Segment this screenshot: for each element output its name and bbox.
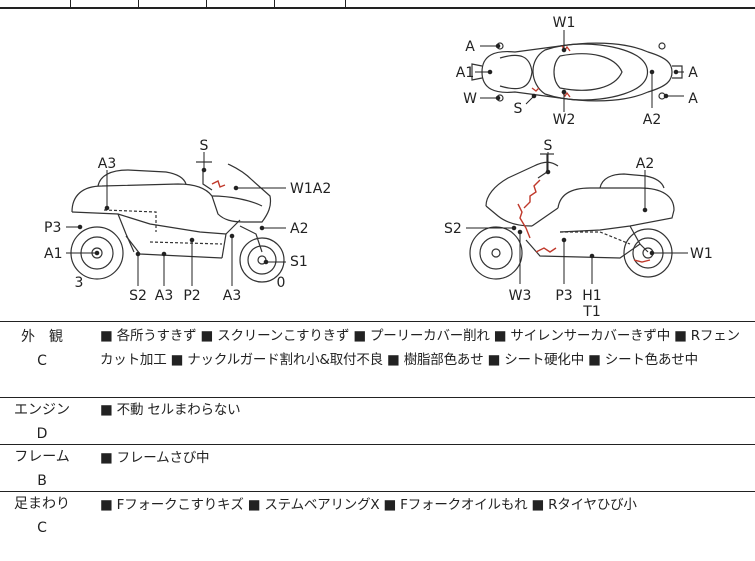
category-grade: D bbox=[36, 426, 48, 442]
label-a2: A2 bbox=[643, 112, 661, 128]
label-a: A bbox=[465, 39, 475, 55]
label-w1a2: W1A2 bbox=[290, 181, 331, 197]
section-frame-notes: ■ フレームさび中 bbox=[100, 450, 210, 466]
header-strip-bottom-line bbox=[0, 7, 755, 9]
label-w2: W2 bbox=[553, 112, 576, 128]
label-s1: S1 bbox=[290, 254, 308, 270]
label-s: S bbox=[544, 138, 553, 154]
section-engine-notes: ■ 不動 セルまわらない bbox=[100, 402, 241, 418]
category-name: フレーム bbox=[14, 449, 70, 465]
header-strip-divider bbox=[274, 0, 275, 8]
right-side-scooter bbox=[469, 153, 675, 280]
section-engine-category: エンジン D bbox=[0, 399, 84, 445]
damage-diagram: W1 A A1 W S W2 A2 A A bbox=[44, 15, 713, 320]
top-view-leaders bbox=[475, 30, 684, 112]
category-grade: C bbox=[37, 353, 47, 369]
category-name: 外 観 bbox=[21, 329, 63, 345]
label-a1: A1 bbox=[44, 246, 62, 262]
row-divider bbox=[0, 444, 755, 445]
label-w3: W3 bbox=[509, 288, 532, 304]
row-divider bbox=[0, 321, 755, 322]
label-p3: P3 bbox=[44, 220, 61, 236]
left-side-scooter bbox=[70, 161, 285, 283]
section-exterior-notes: ■ 各所うすきず ■ スクリーンこすりきず ■ プーリーカバー削れ ■ サイレン… bbox=[100, 328, 740, 368]
category-grade: B bbox=[37, 473, 47, 489]
header-strip-divider bbox=[138, 0, 139, 8]
label-s2: S2 bbox=[444, 221, 462, 237]
label-a3: A3 bbox=[223, 288, 241, 304]
category-name: エンジン bbox=[14, 402, 70, 418]
category-grade: C bbox=[37, 520, 47, 536]
label-a2: A2 bbox=[290, 221, 308, 237]
label-w: W bbox=[463, 91, 477, 107]
label-h1: H1 bbox=[582, 288, 601, 304]
label-t1: T1 bbox=[582, 304, 600, 320]
section-exterior-category: 外 観 C bbox=[0, 326, 84, 372]
label-p3: P3 bbox=[555, 288, 572, 304]
top-view-labels: W1 A A1 W S W2 A2 A A bbox=[456, 15, 698, 128]
header-strip-divider bbox=[345, 0, 346, 8]
label-a3: A3 bbox=[98, 156, 116, 172]
label-w1: W1 bbox=[690, 246, 713, 262]
row-divider bbox=[0, 491, 755, 492]
left-side-leaders bbox=[66, 152, 286, 286]
label-s: S bbox=[200, 138, 209, 154]
right-side-damage-marks bbox=[517, 179, 651, 263]
label-p2: P2 bbox=[183, 288, 200, 304]
label-a: A bbox=[688, 65, 698, 81]
label-s: S bbox=[514, 101, 523, 117]
label-s2: S2 bbox=[129, 288, 147, 304]
header-strip-divider bbox=[70, 0, 71, 8]
section-frame-category: フレーム B bbox=[0, 446, 84, 492]
label-w1: W1 bbox=[553, 15, 576, 31]
left-side-labels: S A3 W1A2 P3 A2 A1 S1 3 0 S2 A3 P2 A3 bbox=[44, 138, 331, 304]
header-strip-divider bbox=[206, 0, 207, 8]
label-3: 3 bbox=[75, 275, 84, 291]
left-side-damage-marks bbox=[211, 180, 226, 188]
section-suspension-notes: ■ Fフォークこすりキズ ■ ステムベアリングX ■ Fフォークオイルもれ ■ … bbox=[100, 497, 637, 513]
category-name: 足まわり bbox=[14, 496, 70, 512]
label-a3: A3 bbox=[155, 288, 173, 304]
label-0: 0 bbox=[277, 275, 286, 291]
right-side-labels: S A2 S2 W1 W3 P3 H1 T1 bbox=[444, 138, 713, 320]
section-suspension-category: 足まわり C bbox=[0, 493, 84, 539]
label-a: A bbox=[688, 91, 698, 107]
label-a1: A1 bbox=[456, 65, 474, 81]
row-divider bbox=[0, 397, 755, 398]
right-side-leaders bbox=[466, 152, 688, 284]
label-a2: A2 bbox=[636, 156, 654, 172]
